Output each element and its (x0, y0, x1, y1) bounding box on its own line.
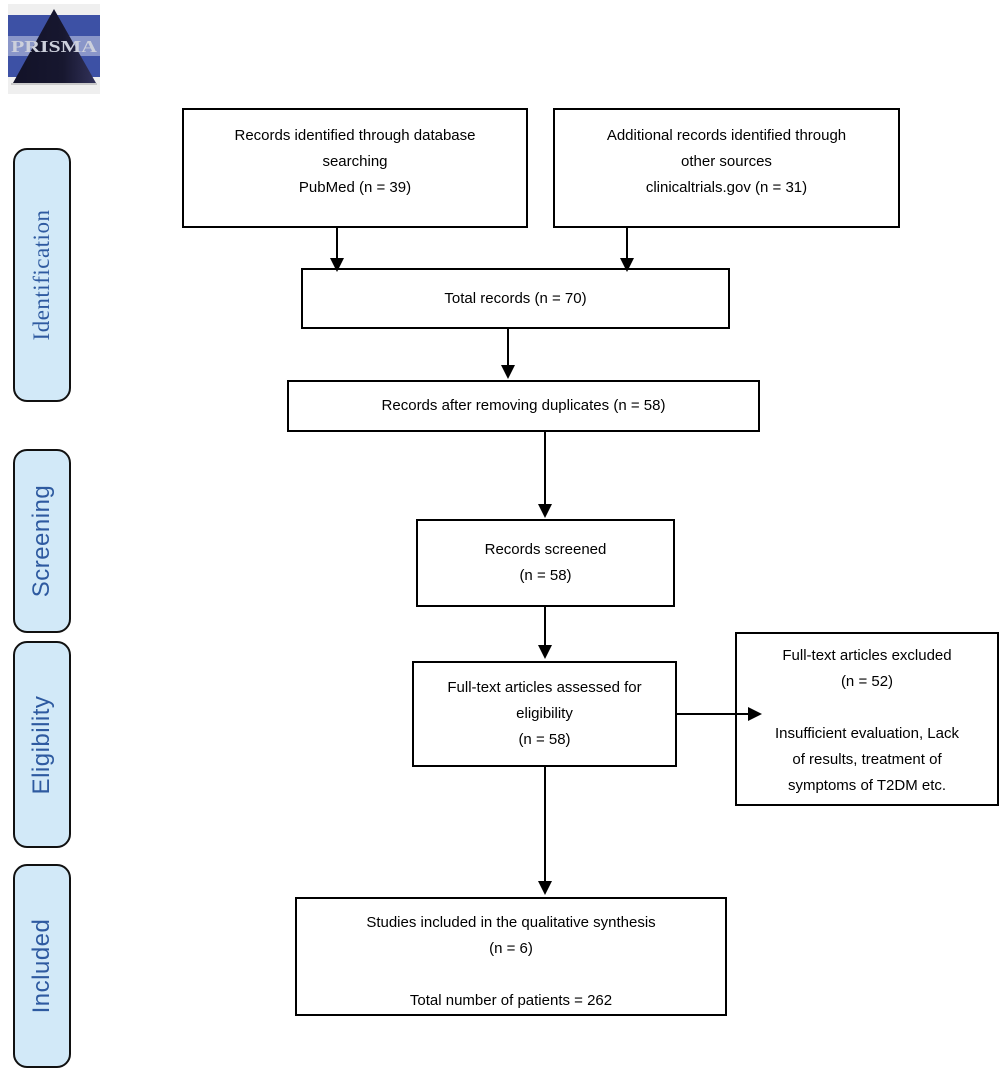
box-line: Records after removing duplicates (n = 5… (381, 397, 666, 414)
box-line: Studies included in the qualitative synt… (366, 914, 656, 931)
box-total-records: Total records (n = 70) (301, 268, 730, 329)
prisma-logo: PRISMA (8, 4, 100, 94)
box-line: Records screened (484, 541, 607, 558)
box-records-identified: Records identified through database sear… (182, 108, 528, 228)
box-duplicates-removed: Records after removing duplicates (n = 5… (287, 380, 760, 432)
box-line: Insufficient evaluation, Lack (774, 725, 959, 742)
box-line: searching (322, 153, 388, 170)
box-line: other sources (681, 153, 772, 170)
box-line: symptoms of T2DM etc. (787, 777, 947, 794)
box-line: Total number of patients = 262 (409, 992, 613, 1009)
stage-included-label: Included (28, 918, 55, 1014)
box-line: (n = 58) (518, 731, 571, 748)
box-line (737, 695, 997, 721)
box-line: Full-text articles assessed for (447, 679, 642, 696)
box-line: clinicaltrials.gov (n = 31) (645, 179, 808, 196)
stage-eligibility: Eligibility (13, 641, 71, 848)
stage-identification-label: Identification (29, 209, 54, 341)
box-line (297, 962, 725, 988)
box-line: of results, treatment of (792, 751, 942, 768)
box-line: Total records (n = 70) (444, 289, 587, 307)
box-line: Records identified through database (234, 127, 476, 144)
box-records-screened: Records screened (n = 58) (416, 519, 675, 607)
box-line: eligibility (516, 705, 573, 722)
box-line: PubMed (n = 39) (298, 179, 412, 196)
stage-identification: Identification (13, 148, 71, 402)
logo-shadow (11, 83, 97, 85)
box-line: (n = 52) (840, 673, 894, 690)
stage-screening-label: Screening (28, 484, 55, 598)
box-line: Full-text articles excluded (782, 647, 952, 664)
prisma-logo-text: PRISMA (11, 37, 98, 56)
box-fulltext-excluded: Full-text articles excluded (n = 52) Ins… (735, 632, 999, 806)
stage-screening: Screening (13, 449, 71, 633)
stage-eligibility-label: Eligibility (28, 695, 55, 794)
box-line: (n = 58) (519, 567, 572, 584)
prism-triangle-icon (13, 9, 96, 83)
box-line: (n = 6) (489, 940, 533, 957)
box-additional-records: Additional records identified through ot… (553, 108, 900, 228)
box-studies-included: Studies included in the qualitative synt… (295, 897, 727, 1016)
box-fulltext-assessed: Full-text articles assessed for eligibil… (412, 661, 677, 767)
box-line: Additional records identified through (606, 127, 847, 144)
stage-included: Included (13, 864, 71, 1068)
